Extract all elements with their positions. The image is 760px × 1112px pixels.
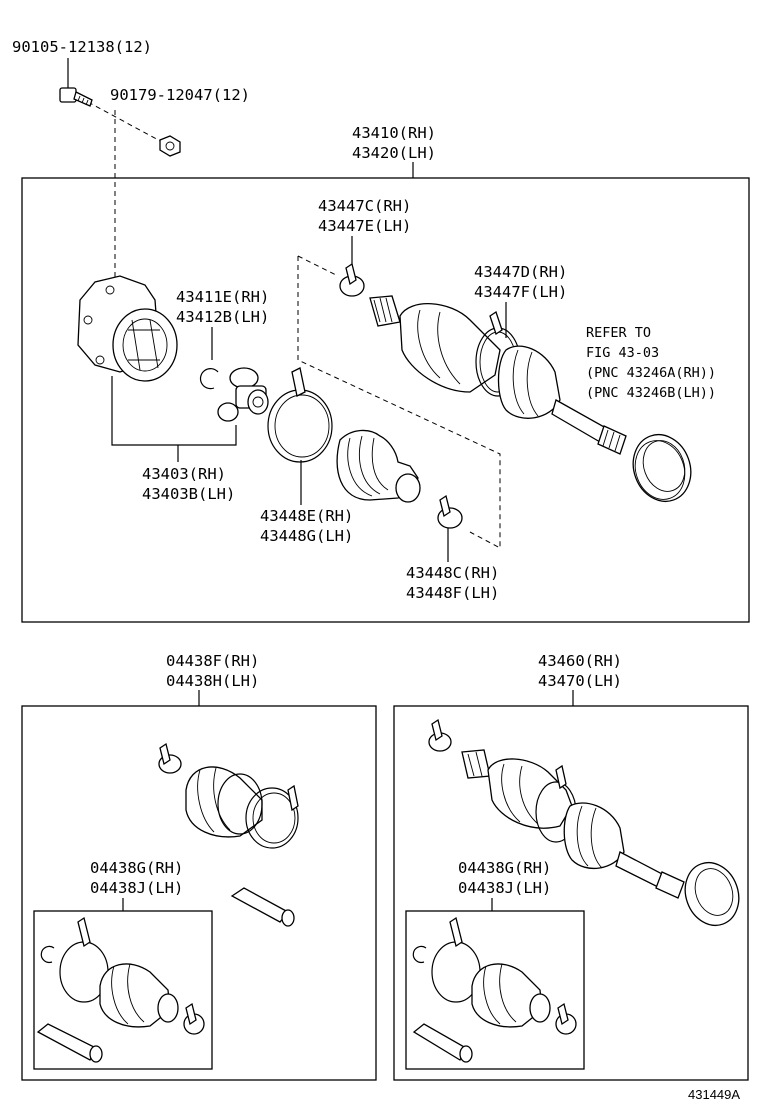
label-snap-ring-rh[interactable]: 43411E(RH)	[176, 288, 269, 306]
label-inner-joint-rh[interactable]: 43403(RH)	[142, 465, 226, 483]
small-clamp-outer-icon[interactable]	[339, 262, 365, 297]
label-clamp-outer2-lh[interactable]: 43447F(LH)	[474, 283, 567, 301]
label-boot-kit-rh[interactable]: 04438F(RH)	[166, 652, 259, 670]
label-sub-kit-left-lh[interactable]: 04438J(LH)	[90, 879, 183, 897]
sub-kit-right-parts-icon[interactable]	[412, 916, 577, 1063]
label-clamp-inner-lh[interactable]: 43448G(LH)	[260, 527, 353, 545]
label-clamp-outer-rh[interactable]: 43447C(RH)	[318, 197, 411, 215]
dashed-guides	[87, 101, 501, 549]
small-clamp-inner-icon[interactable]	[437, 494, 463, 529]
nut-icon[interactable]	[159, 135, 181, 157]
label-ref-line2[interactable]: FIG 43-03	[586, 345, 659, 361]
grease-tube-icon[interactable]	[230, 887, 295, 927]
label-inner-joint-lh[interactable]: 43403B(LH)	[142, 485, 235, 503]
leader-lines	[67, 58, 574, 911]
inner-boot-clamp-icon[interactable]	[267, 367, 333, 463]
bolt-icon[interactable]	[59, 87, 93, 107]
joint-housing-icon[interactable]	[77, 275, 178, 382]
label-clamp-outer2-rh[interactable]: 43447D(RH)	[474, 263, 567, 281]
label-nut[interactable]: 90179-12047(12)	[110, 86, 250, 104]
label-sub-kit-left-rh[interactable]: 04438G(RH)	[90, 859, 183, 877]
label-shaft-rh[interactable]: 43410(RH)	[352, 124, 436, 142]
main-assembly-box	[21, 177, 750, 623]
inner-boot-icon[interactable]	[336, 429, 421, 503]
outer-dust-seal-icon[interactable]	[677, 855, 748, 933]
label-snap-ring-lh[interactable]: 43412B(LH)	[176, 308, 269, 326]
figure-id: 431449A	[688, 1087, 740, 1102]
sub-kit-left-parts-icon[interactable]	[36, 916, 205, 1063]
outer-shaft-box	[393, 705, 749, 1081]
label-ref-line1[interactable]: REFER TO	[586, 325, 651, 341]
outer-shaft-parts-icon[interactable]	[428, 718, 685, 899]
sub-kit-right-box	[405, 910, 585, 1070]
boot-kit-parts-icon[interactable]	[158, 742, 299, 849]
label-clamp-inner-rh[interactable]: 43448E(RH)	[260, 507, 353, 525]
label-clamp-inner2-rh[interactable]: 43448C(RH)	[406, 564, 499, 582]
label-clamp-outer-lh[interactable]: 43447E(LH)	[318, 217, 411, 235]
label-ref-line3[interactable]: (PNC 43246A(RH))	[586, 365, 716, 381]
drive-shaft-assembly-icon[interactable]	[369, 295, 627, 455]
dust-seal-icon[interactable]	[624, 426, 700, 509]
tripod-icon[interactable]	[217, 367, 269, 422]
label-sub-kit-right-lh[interactable]: 04438J(LH)	[458, 879, 551, 897]
label-sub-kit-right-rh[interactable]: 04438G(RH)	[458, 859, 551, 877]
label-outer-shaft-lh[interactable]: 43470(LH)	[538, 672, 622, 690]
label-clamp-inner2-lh[interactable]: 43448F(LH)	[406, 584, 499, 602]
label-shaft-lh[interactable]: 43420(LH)	[352, 144, 436, 162]
label-ref-line4[interactable]: (PNC 43246B(LH))	[586, 385, 716, 401]
label-outer-shaft-rh[interactable]: 43460(RH)	[538, 652, 622, 670]
label-boot-kit-lh[interactable]: 04438H(LH)	[166, 672, 259, 690]
snap-ring-icon[interactable]	[199, 368, 219, 390]
label-bolt[interactable]: 90105-12138(12)	[12, 38, 152, 56]
